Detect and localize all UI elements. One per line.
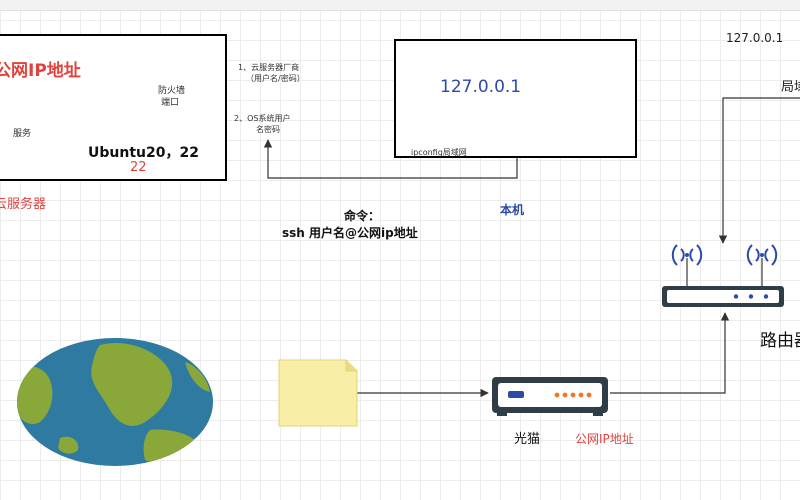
modem-public-ip-label: 公网IP地址	[575, 432, 634, 446]
port-value: 22	[130, 160, 147, 175]
firewall-label: 防火墙	[158, 86, 186, 96]
port-label: 端口	[161, 98, 180, 108]
local-ip-label: 127.0.0.1	[440, 77, 522, 97]
note-vendor-credentials-2: （用户名/密码）	[246, 74, 305, 83]
router-icon	[662, 258, 784, 307]
canvas-toolbar	[0, 0, 800, 11]
cloud-server-box[interactable]	[0, 34, 227, 181]
local-machine-caption: 本机	[500, 203, 525, 217]
wifi-icon	[671, 244, 778, 266]
modem-to-router-arrow	[610, 312, 730, 394]
cloud-server-caption: 云服务器	[0, 197, 47, 212]
note-icon	[278, 359, 358, 427]
note-vendor-credentials-1: 1、云服务器厂商	[238, 63, 300, 72]
ipconfig-label: ipconfig局域网	[411, 148, 467, 157]
lan-label: 局域	[781, 80, 800, 95]
router-label: 路由器	[760, 331, 800, 351]
ssh-command: ssh 用户名@公网ip地址	[282, 226, 418, 240]
server-public-ip-label: 公网IP地址	[0, 61, 81, 81]
note-os-credentials-2: 名密码	[256, 125, 280, 134]
os-label: Ubuntu20，22	[88, 145, 199, 161]
globe-icon	[17, 338, 213, 466]
service-label: 服务	[13, 129, 32, 139]
ssh-connection-arrow	[263, 139, 518, 179]
note-os-credentials-1: 2、OS系统用户	[234, 114, 291, 123]
modem-icon	[492, 377, 608, 416]
command-title: 命令：	[344, 209, 381, 223]
local-machine-box[interactable]	[394, 39, 637, 158]
lan-to-router-arrow	[718, 97, 800, 244]
loopback-ip-label: 127.0.0.1	[726, 31, 784, 45]
modem-label: 光猫	[514, 432, 541, 447]
